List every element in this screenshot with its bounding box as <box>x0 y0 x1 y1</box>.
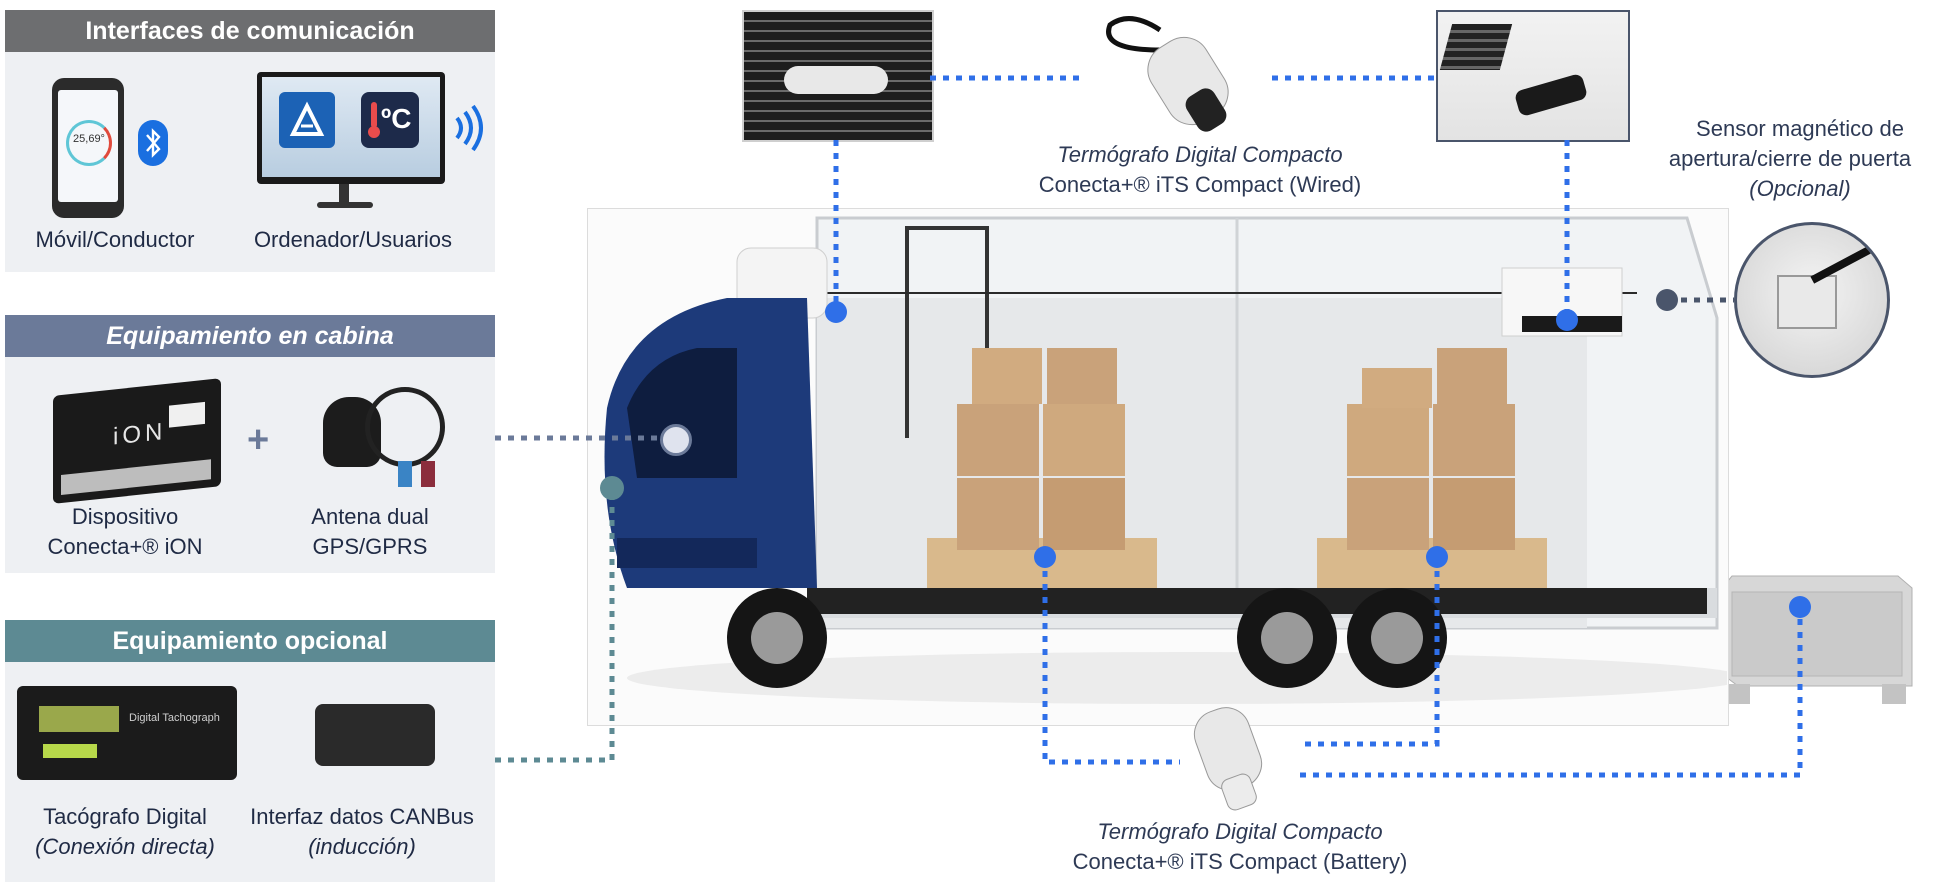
phone-label: Móvil/Conductor <box>35 227 195 252</box>
wired-sensor-on-unit <box>784 66 888 94</box>
celsius-text: ºC <box>381 103 412 134</box>
cabin-panel: Equipamiento en cabina iON + Dispositivo… <box>5 315 495 573</box>
door-sensor-label-line3: (Opcional) <box>1749 176 1851 201</box>
door-sensor-dot <box>1656 289 1678 311</box>
door-sensor-label-line1: Sensor magnético de <box>1696 116 1904 141</box>
antenna-connector-blue <box>398 461 412 487</box>
tachograph-screen <box>39 706 119 732</box>
tacho-label-line1: Tacógrafo Digital <box>43 804 207 829</box>
wired-thermograph-label-line1: Termógrafo Digital Compacto <box>1057 142 1343 167</box>
tachograph-screen-text: Digital Tachograph <box>129 712 220 724</box>
truck-illustration <box>604 216 1727 704</box>
canbus-label-line2: (inducción) <box>308 834 416 859</box>
optional-panel-title: Equipamiento opcional <box>5 620 495 662</box>
tacho-label-line2: (Conexión directa) <box>35 834 215 859</box>
door-sensor-bracket <box>1777 275 1837 329</box>
pallet-left-sensor-dot <box>1034 546 1056 568</box>
antenna-connector-red <box>421 461 435 487</box>
canbus-label-line1: Interfaz datos CANBus <box>250 804 474 829</box>
door-sensor-photo <box>1734 222 1890 378</box>
optional-device-dot <box>600 476 624 500</box>
communication-panel: Interfaces de comunicación 25,69° ºC Móv… <box>5 10 495 272</box>
plus-sign: + <box>247 419 270 461</box>
pallet-right-sensor-dot <box>1426 546 1448 568</box>
battery-thermograph-label-line2: Conecta+® iTS Compact (Battery) <box>1072 849 1408 874</box>
antenna-label-line1: Antena dual <box>311 504 429 529</box>
temperature-app-icon: ºC <box>361 92 419 148</box>
wall-mounted-sensor-photo <box>1436 10 1630 142</box>
door-sensor-label-line2: apertura/cierre de puerta <box>1668 146 1912 171</box>
phone-gauge-ring <box>66 120 112 166</box>
battery-thermograph-device <box>1180 702 1300 812</box>
battery-thermograph-label-line1: Termógrafo Digital Compacto <box>1097 819 1383 844</box>
wired-thermograph-label-line2: Conecta+® iTS Compact (Wired) <box>1038 172 1362 197</box>
cabin-device-dot <box>660 424 692 456</box>
bluetooth-icon <box>138 120 168 166</box>
phone-screen: 25,69° <box>58 90 118 202</box>
tachograph-card-slot <box>43 744 97 758</box>
wall-sensor-dot <box>1556 309 1578 331</box>
wired-sensor-dot <box>825 301 847 323</box>
monitor-stand <box>339 184 349 204</box>
antenna-label-line2: GPS/GPRS <box>312 534 428 559</box>
monitor-base <box>317 202 373 208</box>
cabin-panel-title: Equipamiento en cabina <box>5 315 495 357</box>
computer-label: Ordenador/Usuarios <box>253 227 453 252</box>
pallet-container-image <box>1712 566 1918 708</box>
optional-panel: Equipamiento opcional Digital Tachograph… <box>5 620 495 882</box>
device-label-line1: Dispositivo <box>71 504 179 529</box>
phone-reading: 25,69° <box>73 133 105 145</box>
computer-monitor-image: ºC <box>257 72 445 184</box>
communication-panel-title: Interfaces de comunicación <box>5 10 495 52</box>
device-label-line2: Conecta+® iON <box>47 534 203 559</box>
wired-thermograph-device <box>1090 10 1260 140</box>
canbus-interface-image <box>315 704 435 766</box>
tachograph-image: Digital Tachograph <box>17 686 237 780</box>
smartphone-image: 25,69° <box>52 78 124 218</box>
app-logo-icon <box>279 92 335 148</box>
container-sensor-dot <box>1789 596 1811 618</box>
wireless-signal-icon <box>451 102 491 159</box>
